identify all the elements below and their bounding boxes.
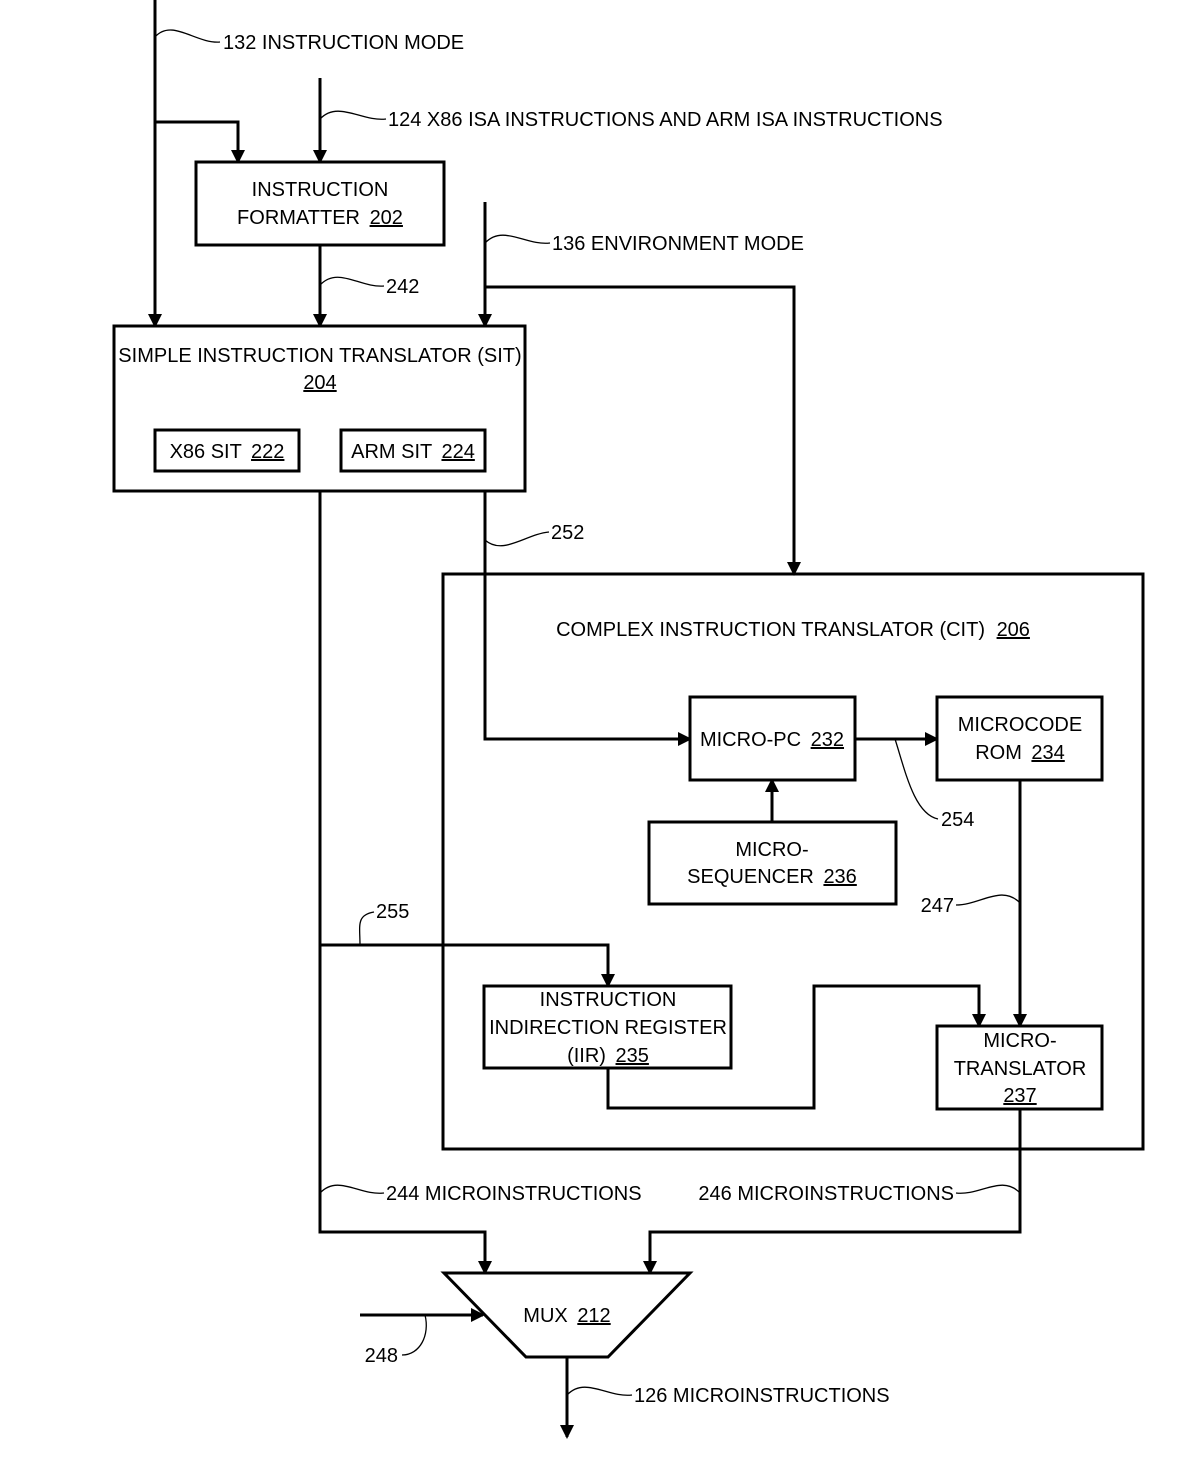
label-242: 242 (386, 276, 419, 298)
label-isa-instructions: 124 X86 ISA INSTRUCTIONS AND ARM ISA INS… (388, 109, 943, 131)
leader-246 (955, 1184, 1021, 1194)
microcode-rom-line1: MICROCODE (958, 714, 1082, 736)
label-252: 252 (551, 522, 584, 544)
micro-pc-block: MICRO-PC 232 (688, 695, 857, 782)
wire-244 (318, 491, 492, 1275)
label-126: 126 MICROINSTRUCTIONS (634, 1385, 890, 1407)
formatter-line1: INSTRUCTION (252, 179, 389, 201)
label-environment-mode: 136 ENVIRONMENT MODE (552, 233, 804, 255)
arm-sit-block: ARM SIT 224 (339, 428, 487, 473)
leader-255 (359, 911, 375, 946)
label-248: 248 (365, 1345, 398, 1367)
cit-title: COMPLEX INSTRUCTION TRANSLATOR (CIT) 206 (556, 619, 1030, 641)
leader-132 (154, 29, 221, 43)
x86-sit-label: X86 SIT 222 (170, 441, 285, 463)
label-244: 244 MICROINSTRUCTIONS (386, 1183, 642, 1205)
microsequencer-line2: SEQUENCER 236 (687, 866, 857, 888)
label-255: 255 (376, 901, 409, 923)
wire-environment-mode-to-cit (485, 285, 801, 576)
iir-line2: INDIRECTION REGISTER (489, 1017, 727, 1039)
arm-sit-label: ARM SIT 224 (351, 441, 475, 463)
instruction-formatter-block: INSTRUCTION FORMATTER 202 (194, 160, 446, 247)
sit-title: SIMPLE INSTRUCTION TRANSLATOR (SIT) (118, 345, 521, 367)
leader-254 (894, 738, 939, 820)
leader-244 (319, 1184, 385, 1194)
label-247: 247 (921, 895, 954, 917)
label-254: 254 (941, 809, 974, 831)
wire-iir-to-translator (606, 984, 986, 1110)
micro-pc-label: MICRO-PC 232 (700, 729, 844, 751)
x86-sit-block: X86 SIT 222 (153, 428, 301, 473)
leader-248 (401, 1314, 427, 1356)
microtranslator-ref: 237 (1003, 1085, 1036, 1107)
mux-block: MUX 212 (440, 1271, 694, 1359)
complex-instruction-translator-block: COMPLEX INSTRUCTION TRANSLATOR (CIT) 206… (441, 572, 1145, 1151)
leader-124 (319, 110, 387, 120)
wire-255 (320, 943, 615, 988)
leader-247 (955, 894, 1021, 906)
label-246: 246 MICROINSTRUCTIONS (698, 1183, 954, 1205)
leader-126 (566, 1386, 633, 1396)
iir-line3: (IIR) 235 (567, 1045, 649, 1067)
leader-136 (484, 234, 551, 244)
microtranslator-block: MICRO- TRANSLATOR 237 (935, 1024, 1104, 1111)
wire-instruction-mode-to-formatter (155, 120, 245, 164)
wire-246 (643, 1109, 1022, 1275)
microcode-rom-line2: ROM 234 (975, 742, 1065, 764)
simple-instruction-translator-block: SIMPLE INSTRUCTION TRANSLATOR (SIT) 204 … (112, 324, 527, 493)
label-instruction-mode: 132 INSTRUCTION MODE (223, 32, 464, 54)
microtranslator-line1: MICRO- (983, 1030, 1056, 1052)
iir-block: INSTRUCTION INDIRECTION REGISTER (IIR) 2… (482, 984, 733, 1070)
leader-252 (484, 531, 550, 547)
microsequencer-block: MICRO- SEQUENCER 236 (647, 820, 898, 906)
leader-242 (319, 276, 385, 287)
sit-ref: 204 (303, 372, 336, 394)
microcode-rom-block: MICROCODE ROM 234 (935, 695, 1104, 782)
microtranslator-line2: TRANSLATOR (954, 1058, 1087, 1080)
wire-252 (483, 491, 692, 746)
formatter-line2: FORMATTER 202 (237, 207, 403, 229)
microsequencer-line1: MICRO- (735, 839, 808, 861)
mux-label: MUX 212 (523, 1305, 610, 1327)
iir-line1: INSTRUCTION (540, 989, 677, 1011)
